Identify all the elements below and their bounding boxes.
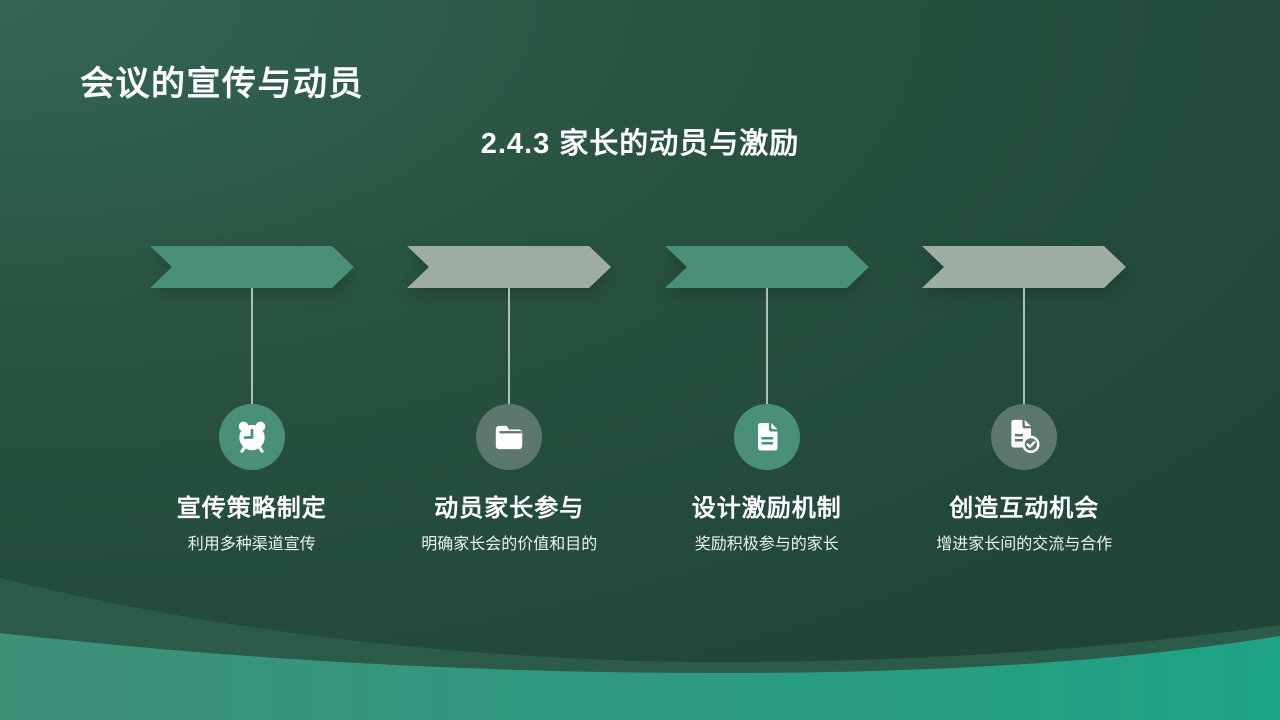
page-title: 会议的宣传与动员 [80,65,364,103]
step-description: 增进家长间的交流与合作 [936,535,1113,553]
arrow-banner [407,246,612,288]
step-description: 利用多种渠道宣传 [187,535,316,553]
icon-circle [218,404,285,470]
page-subtitle: 2.4.3 家长的动员与激励 [480,128,800,160]
step-description: 明确家长会的价值和目的 [421,535,598,553]
connector-line [765,288,768,404]
icon-circle [733,404,800,470]
process-steps: 宣传策略制定 利用多种渠道宣传 动员家长参与 明确家长会的价值和目的 [123,246,1153,554]
step-column-4: 创造互动机会 增进家长间的交流与合作 [896,246,1154,554]
step-heading: 动员家长参与 [434,495,585,522]
step-description: 奖励积极参与的家长 [694,535,839,553]
step-heading: 设计激励机制 [691,495,842,522]
document-check-icon [1011,419,1040,454]
connector-line [250,288,253,404]
step-column-1: 宣传策略制定 利用多种渠道宣传 [123,246,381,554]
step-column-3: 设计激励机制 奖励积极参与的家长 [638,246,896,554]
connector-line [1023,288,1026,404]
alarm-clock-icon [238,421,266,453]
arrow-banner [664,246,869,288]
icon-circle [476,404,543,470]
folder-icon [496,425,523,450]
arrow-banner [149,246,354,288]
icon-circle [991,404,1058,470]
arrow-banner [922,246,1127,288]
step-heading: 创造互动机会 [949,495,1100,522]
bottom-wave-decoration [0,578,1280,720]
wave-teal [0,633,1280,720]
step-column-2: 动员家长参与 明确家长会的价值和目的 [381,246,639,554]
document-icon [757,423,778,451]
connector-line [508,288,511,404]
step-heading: 宣传策略制定 [176,495,327,522]
